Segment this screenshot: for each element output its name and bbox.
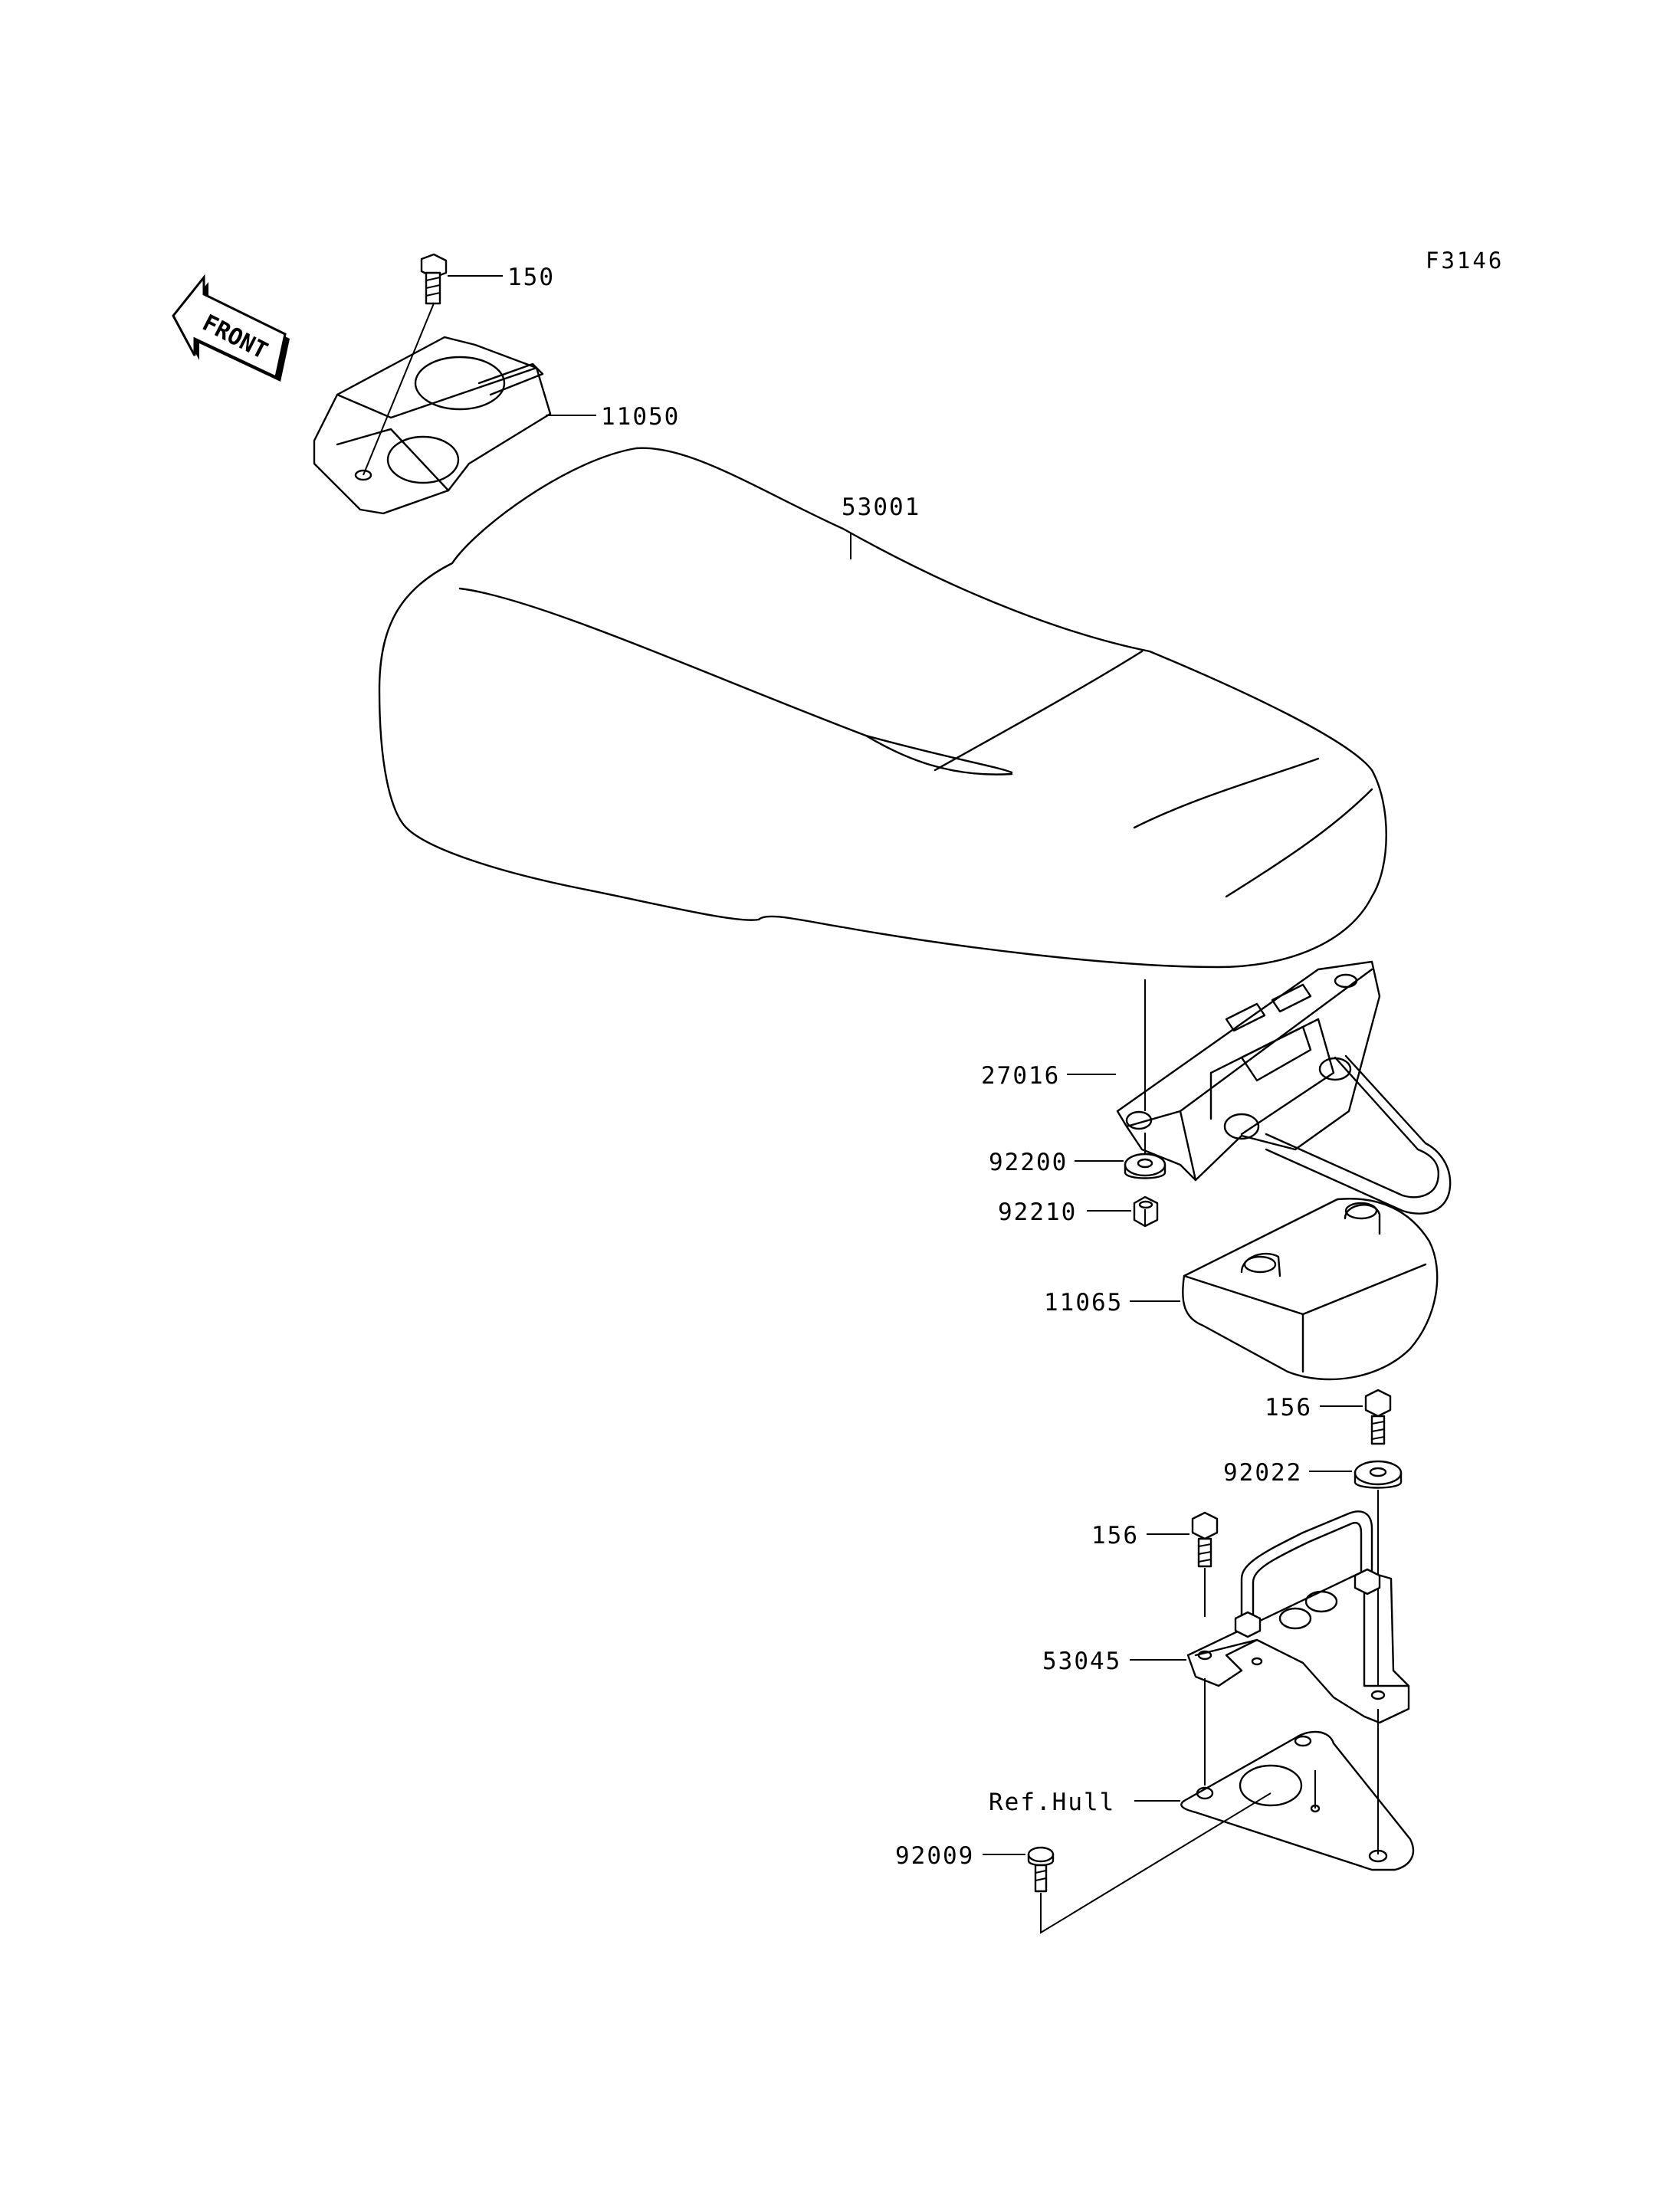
bolt-156-lower-icon: [1191, 1511, 1219, 1568]
bolt-150-guide: [363, 303, 435, 476]
washer-92200-icon: [1124, 1153, 1166, 1179]
label-53045: 53045: [1042, 1648, 1121, 1675]
label-156-upper: 156: [1265, 1394, 1312, 1421]
latch-27016-icon: [1116, 960, 1452, 1215]
hull-plate-icon: [1180, 1730, 1415, 1871]
washer-92022-icon: [1354, 1460, 1403, 1489]
seat-53001-icon: [378, 447, 1387, 969]
label-150: 150: [507, 264, 555, 291]
front-arrow-icon: FRONT: [172, 274, 290, 382]
figure-code: F3146: [1426, 248, 1504, 274]
label-27016: 27016: [981, 1062, 1060, 1090]
label-92022: 92022: [1223, 1459, 1302, 1487]
nut-92210-icon: [1133, 1195, 1159, 1228]
bolt-150-icon: [420, 253, 448, 305]
screw-92009-icon: [1027, 1846, 1055, 1893]
bracket-11050-icon: [313, 336, 552, 515]
label-156-lower: 156: [1091, 1522, 1139, 1549]
label-92200: 92200: [989, 1149, 1068, 1176]
label-hull: Ref.Hull: [989, 1789, 1115, 1816]
label-53001: 53001: [842, 494, 920, 521]
label-92210: 92210: [998, 1199, 1077, 1226]
cover-11065-icon: [1182, 1198, 1439, 1381]
label-11050: 11050: [601, 403, 680, 431]
label-92009: 92009: [895, 1842, 974, 1870]
guide-92009: [1040, 1792, 1271, 1934]
bracket-53045-icon: [1186, 1510, 1410, 1724]
bolt-156-upper-icon: [1364, 1389, 1392, 1445]
label-11065: 11065: [1044, 1289, 1123, 1317]
